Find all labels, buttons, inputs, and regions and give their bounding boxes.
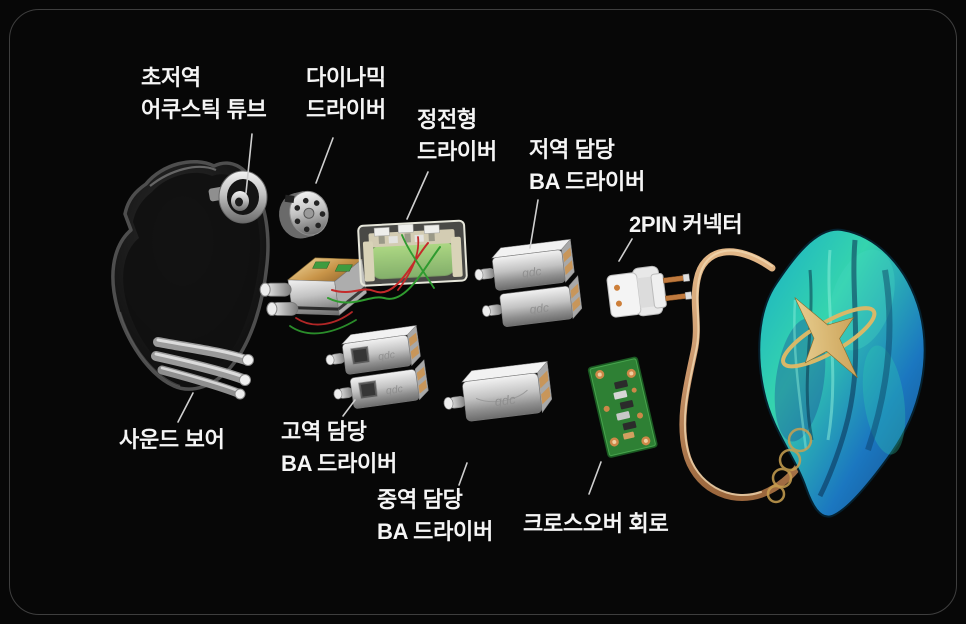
ear-hook-cable	[679, 248, 804, 501]
label-crossover-circuit: 크로스오버 회로	[523, 511, 669, 536]
leader-mid-ba-driver	[458, 462, 468, 486]
leader-ultra-low-tube	[245, 133, 253, 194]
faceplate-bubble-pattern	[766, 427, 813, 504]
crossover-pcb	[587, 356, 658, 458]
leader-low-ba-driver	[529, 199, 539, 249]
ba-driver-logo-text: qdc	[377, 349, 396, 363]
abalone-faceplate	[758, 228, 926, 518]
label-sound-bore: 사운드 보어	[119, 427, 225, 452]
label-high-ba-driver: 고역 담당 BA 드라이버	[281, 419, 397, 476]
high-ba-driver-unit: qdc qdc	[325, 324, 429, 409]
leader-electrostatic-driver	[406, 171, 429, 220]
label-electrostatic-driver: 정전형 드라이버	[417, 107, 497, 164]
electrostatic-tube-unit	[259, 257, 367, 316]
leader-two-pin-connector	[618, 238, 633, 262]
label-dynamic-driver: 다이나믹 드라이버	[306, 65, 386, 122]
mid-ba-driver-unit: qdc	[443, 360, 553, 422]
sound-bore-tubes	[151, 337, 254, 400]
leader-high-ba-driver	[342, 399, 356, 417]
brand-star-logo	[781, 297, 877, 379]
acoustic-tube-port	[208, 170, 268, 224]
dynamic-driver-unit	[279, 190, 329, 239]
label-mid-ba-driver: 중역 담당 BA 드라이버	[377, 487, 493, 544]
ba-driver-logo-text: qdc	[385, 383, 404, 397]
driver-wires	[289, 234, 441, 335]
ba-driver-logo-text: qdc	[529, 300, 550, 316]
leader-lines	[177, 133, 633, 495]
two-pin-connector-unit	[606, 265, 693, 318]
leader-dynamic-driver	[315, 137, 334, 184]
leader-sound-bore	[177, 392, 194, 423]
label-low-ba-driver: 저역 담당 BA 드라이버	[529, 137, 645, 194]
label-ultra-low-acoustic-tube: 초저역 어쿠스틱 튜브	[141, 65, 267, 122]
label-2pin-connector: 2PIN 커넥터	[629, 212, 743, 237]
leader-crossover-circuit	[588, 461, 602, 495]
ba-driver-logo-text: qdc	[521, 264, 542, 280]
ba-driver-logo-text: qdc	[494, 392, 517, 410]
low-ba-driver-unit: qdc qdc	[474, 238, 583, 327]
